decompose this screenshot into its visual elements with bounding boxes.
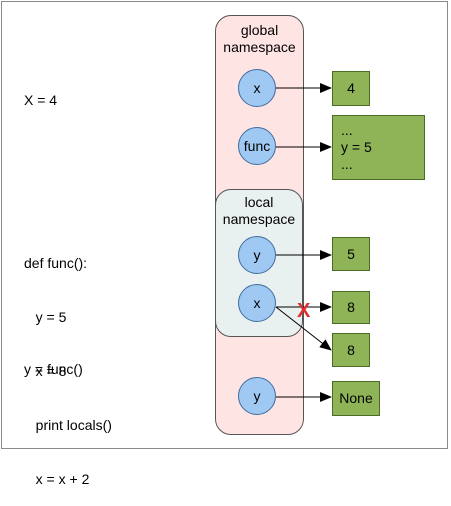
global-var-y: y (238, 377, 276, 415)
code-assign-x: X = 4 (24, 92, 58, 108)
global-var-func: func (238, 127, 276, 165)
value-box-none: None (332, 381, 380, 416)
func-body-line: ... (341, 156, 353, 172)
code-line: print locals() (24, 417, 112, 433)
func-body-line: ... (341, 122, 353, 138)
value-box-4: 4 (332, 71, 370, 106)
value-box-5: 5 (332, 237, 370, 271)
value-box-8-new: 8 (332, 333, 370, 367)
diagram-frame (1, 1, 448, 449)
local-var-x: x (238, 284, 276, 322)
code-line: def func(): (24, 255, 88, 271)
code-line: y = 5 (24, 309, 67, 325)
code-line: x = 8 (24, 363, 67, 379)
value-box-func-body: ... y = 5 ... (332, 115, 425, 180)
code-call-func: y = func() (24, 361, 83, 377)
local-var-y: y (238, 236, 276, 274)
local-namespace-title: local namespace (222, 194, 296, 227)
func-body-line: y = 5 (341, 139, 372, 155)
global-var-x: x (238, 69, 276, 107)
code-line: x = x + 2 (24, 471, 90, 487)
value-box-8-old: 8 (332, 291, 370, 324)
reference-arrows: X (275, 83, 332, 402)
arrow-local-x-to-8-new (275, 306, 332, 351)
cross-mark: X (297, 300, 311, 322)
global-namespace-title: global namespace (223, 22, 296, 55)
